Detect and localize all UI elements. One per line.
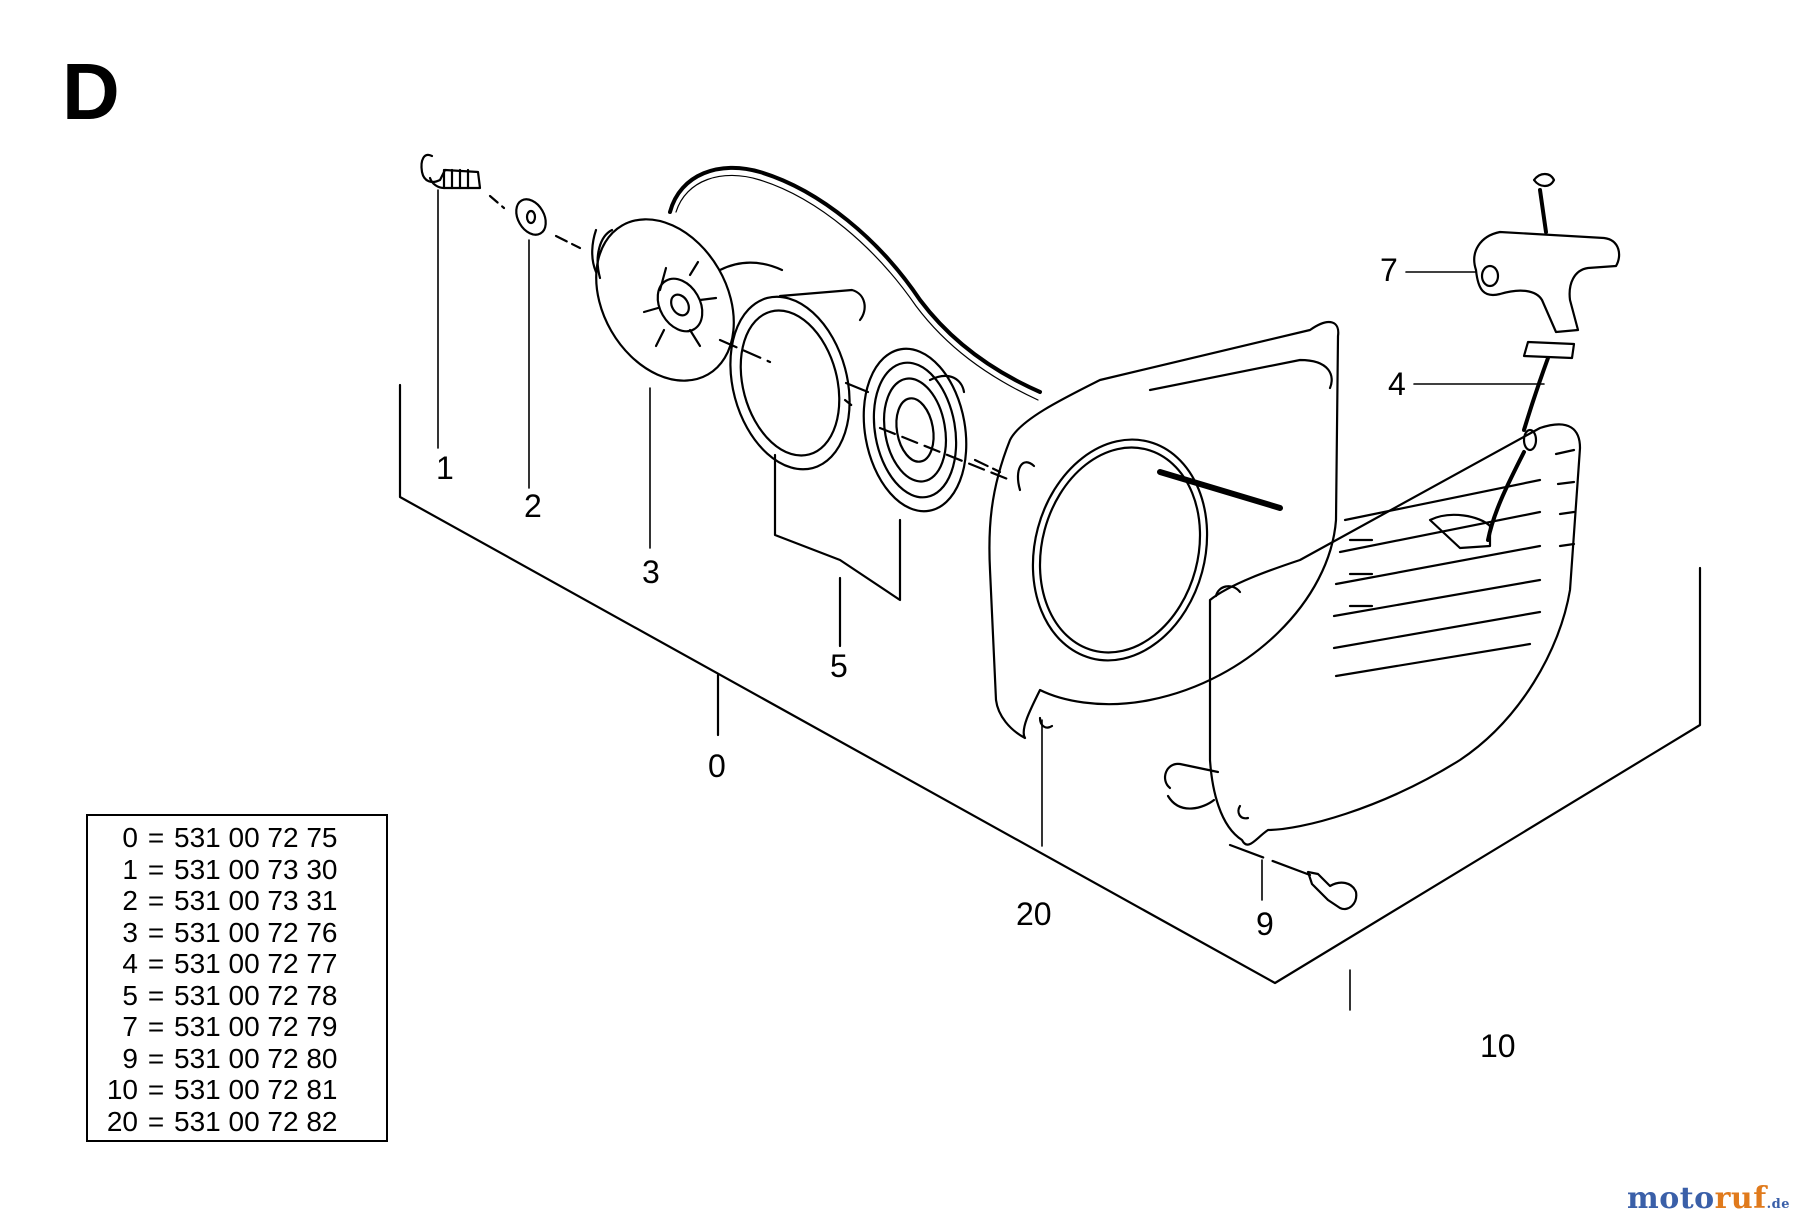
parts-row: 4=531 00 72 77 <box>88 948 386 980</box>
screw-part <box>1306 870 1358 1011</box>
parts-row: 5=531 00 72 78 <box>88 980 386 1012</box>
fan-housing-part <box>988 320 1340 847</box>
parts-row: 2=531 00 73 31 <box>88 885 386 917</box>
part-number: 531 00 72 82 <box>174 1105 338 1137</box>
parts-row: 1=531 00 73 30 <box>88 854 386 886</box>
part-number: 531 00 73 31 <box>174 885 338 916</box>
part-callout-number: 1 <box>122 853 138 885</box>
callout-label: 5 <box>830 648 848 684</box>
handle-part <box>1405 172 1621 360</box>
part-number: 531 00 72 76 <box>174 916 338 948</box>
spring-housing-part <box>729 288 870 471</box>
part-callout-number: 2 <box>122 885 138 916</box>
parts-row: 20=531 00 72 82 <box>88 1106 386 1138</box>
washer-part <box>515 198 547 489</box>
callout-label: 4 <box>1388 366 1406 402</box>
part-callout-number: 20 <box>106 1105 138 1137</box>
rope-part <box>1413 356 1550 542</box>
part-number: 531 00 72 79 <box>174 1011 338 1042</box>
part-callout-number: 9 <box>122 1042 138 1074</box>
part-callout-number: 10 <box>106 1074 138 1105</box>
part-number: 531 00 72 80 <box>174 1042 338 1074</box>
callout-5-bracket <box>773 453 902 602</box>
part-number: 531 00 72 78 <box>174 979 338 1011</box>
parts-row: 0=531 00 72 75 <box>88 822 386 854</box>
pulley-part <box>591 165 1042 549</box>
part-callout-number: 3 <box>122 916 138 948</box>
part-number: 531 00 72 75 <box>174 822 338 853</box>
callout-label: 3 <box>642 554 660 590</box>
callout-label: 0 <box>708 748 726 784</box>
callout-label: 1 <box>436 450 454 486</box>
callout-label: 7 <box>1380 252 1398 288</box>
parts-number-table: 0=531 00 72 75 1=531 00 73 30 2=531 00 7… <box>86 814 388 1142</box>
callout-label: 2 <box>524 488 542 524</box>
callout-label: 20 <box>1016 896 1052 932</box>
spring-part <box>862 347 968 513</box>
parts-row: 3=531 00 72 76 <box>88 917 386 949</box>
part-callout-number: 7 <box>122 1011 138 1042</box>
part-callout-number: 4 <box>122 948 138 979</box>
assembly-frame <box>398 383 1702 985</box>
callout-label: 9 <box>1256 906 1274 942</box>
parts-row: 9=531 00 72 80 <box>88 1043 386 1075</box>
parts-row: 10=531 00 72 81 <box>88 1074 386 1106</box>
section-letter: D <box>62 47 120 136</box>
part-number: 531 00 73 30 <box>174 853 338 885</box>
part-callout-number: 0 <box>122 822 138 853</box>
part-number: 531 00 72 77 <box>174 948 338 979</box>
callout-label: 10 <box>1480 1028 1516 1064</box>
part-callout-number: 5 <box>122 979 138 1011</box>
bolt-part <box>420 153 482 449</box>
parts-row: 7=531 00 72 79 <box>88 1011 386 1043</box>
watermark-logo: motoruf.de <box>1626 1181 1790 1216</box>
starter-cover-part <box>1163 423 1582 901</box>
part-number: 531 00 72 81 <box>174 1074 338 1105</box>
